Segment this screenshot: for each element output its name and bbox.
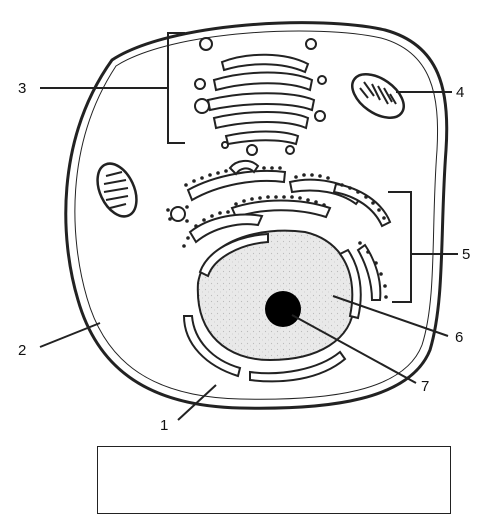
answer-box[interactable] [97,446,451,514]
label-7: 7 [421,378,429,395]
label-2: 2 [18,342,26,359]
nucleolus [265,291,301,327]
label-5: 5 [462,246,470,263]
golgi-apparatus [195,38,326,155]
label-5-leader [388,192,458,302]
label-4: 4 [456,84,464,101]
label-3-leader [40,33,185,143]
label-6: 6 [455,329,463,346]
mitochondrion-right [344,65,411,126]
mitochondrion-left [90,157,144,222]
label-3: 3 [18,80,26,97]
label-1: 1 [160,417,168,434]
